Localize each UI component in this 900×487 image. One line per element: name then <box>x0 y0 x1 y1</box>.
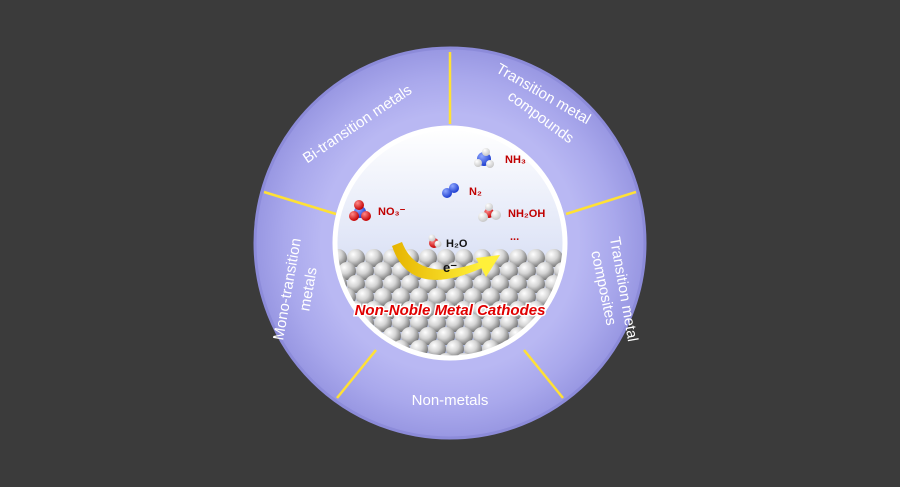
surface-atom <box>455 327 473 345</box>
surface-atom <box>392 314 410 332</box>
h2o-molecule-icon <box>428 234 442 248</box>
surface-atom <box>527 275 545 293</box>
electron-label: e⁻ <box>443 260 457 275</box>
surface-atom <box>536 262 554 280</box>
surface-atom <box>374 288 392 306</box>
surface-atom <box>482 288 500 306</box>
nh2oh-label: NH₂OH <box>508 208 545 220</box>
n2-molecule-icon <box>442 183 459 198</box>
surface-atom <box>455 275 473 293</box>
surface-atom <box>464 288 482 306</box>
surface-atom <box>455 301 473 319</box>
surface-atom <box>437 327 455 345</box>
surface-atom <box>392 288 410 306</box>
surface-atom <box>455 249 473 267</box>
nh3-label: NH₃ <box>505 154 526 166</box>
surface-atom <box>401 327 419 345</box>
no3-label: NO₃⁻ <box>378 206 406 218</box>
surface-atom <box>446 314 464 332</box>
surface-atom <box>509 275 527 293</box>
divider-right <box>565 190 637 216</box>
h2o-label: H₂O <box>446 238 468 250</box>
surface-atom <box>527 249 545 267</box>
surface-atom <box>473 327 491 345</box>
segment-non-metals: Non-metals <box>412 392 489 409</box>
electron-transfer-arrow-icon <box>392 242 500 280</box>
surface-atom <box>338 262 356 280</box>
surface-atom <box>356 288 374 306</box>
surface-atom <box>365 275 383 293</box>
divider-left <box>263 190 337 216</box>
surface-atom <box>446 340 464 358</box>
surface-atom <box>446 288 464 306</box>
divider-lower-right <box>523 349 564 399</box>
surface-atom <box>428 288 446 306</box>
ring-dividers <box>263 52 637 399</box>
surface-atom <box>545 249 563 267</box>
surface-atom <box>518 288 536 306</box>
surface-atom <box>365 301 383 319</box>
surface-atom <box>410 314 428 332</box>
surface-atom <box>428 314 446 332</box>
ellipsis-label: ... <box>510 231 519 243</box>
surface-atom <box>410 288 428 306</box>
surface-atom <box>401 275 419 293</box>
no3-molecule-icon <box>349 200 371 221</box>
surface-atom <box>473 275 491 293</box>
nh3-molecule-icon <box>474 148 494 168</box>
divider-lower-left <box>336 349 377 399</box>
surface-atom <box>464 314 482 332</box>
surface-atom <box>401 301 419 319</box>
surface-atom <box>356 262 374 280</box>
surface-atom <box>500 314 518 332</box>
surface-atom <box>491 249 509 267</box>
surface-atom <box>383 275 401 293</box>
surface-atom <box>482 314 500 332</box>
surface-atom <box>509 301 527 319</box>
surface-atom <box>500 288 518 306</box>
surface-atom <box>428 340 446 358</box>
center-title: Non-Noble Metal Cathodes <box>355 302 546 319</box>
surface-atom <box>500 262 518 280</box>
surface-atom <box>491 301 509 319</box>
surface-atom <box>473 301 491 319</box>
n2-label: N₂ <box>469 186 482 198</box>
inner-border <box>332 125 568 361</box>
surface-atom <box>491 327 509 345</box>
surface-atom <box>383 301 401 319</box>
surface-atom <box>491 275 509 293</box>
surface-atom <box>437 301 455 319</box>
surface-atom <box>419 327 437 345</box>
nh2oh-molecule-icon <box>478 203 501 222</box>
surface-atom <box>419 301 437 319</box>
surface-atom <box>374 314 392 332</box>
surface-atom <box>509 249 527 267</box>
surface-atom <box>365 249 383 267</box>
surface-atom <box>518 262 536 280</box>
surface-atom <box>437 249 455 267</box>
surface-atom <box>347 275 365 293</box>
surface-atom <box>374 262 392 280</box>
surface-atom <box>347 249 365 267</box>
surface-atom <box>419 249 437 267</box>
